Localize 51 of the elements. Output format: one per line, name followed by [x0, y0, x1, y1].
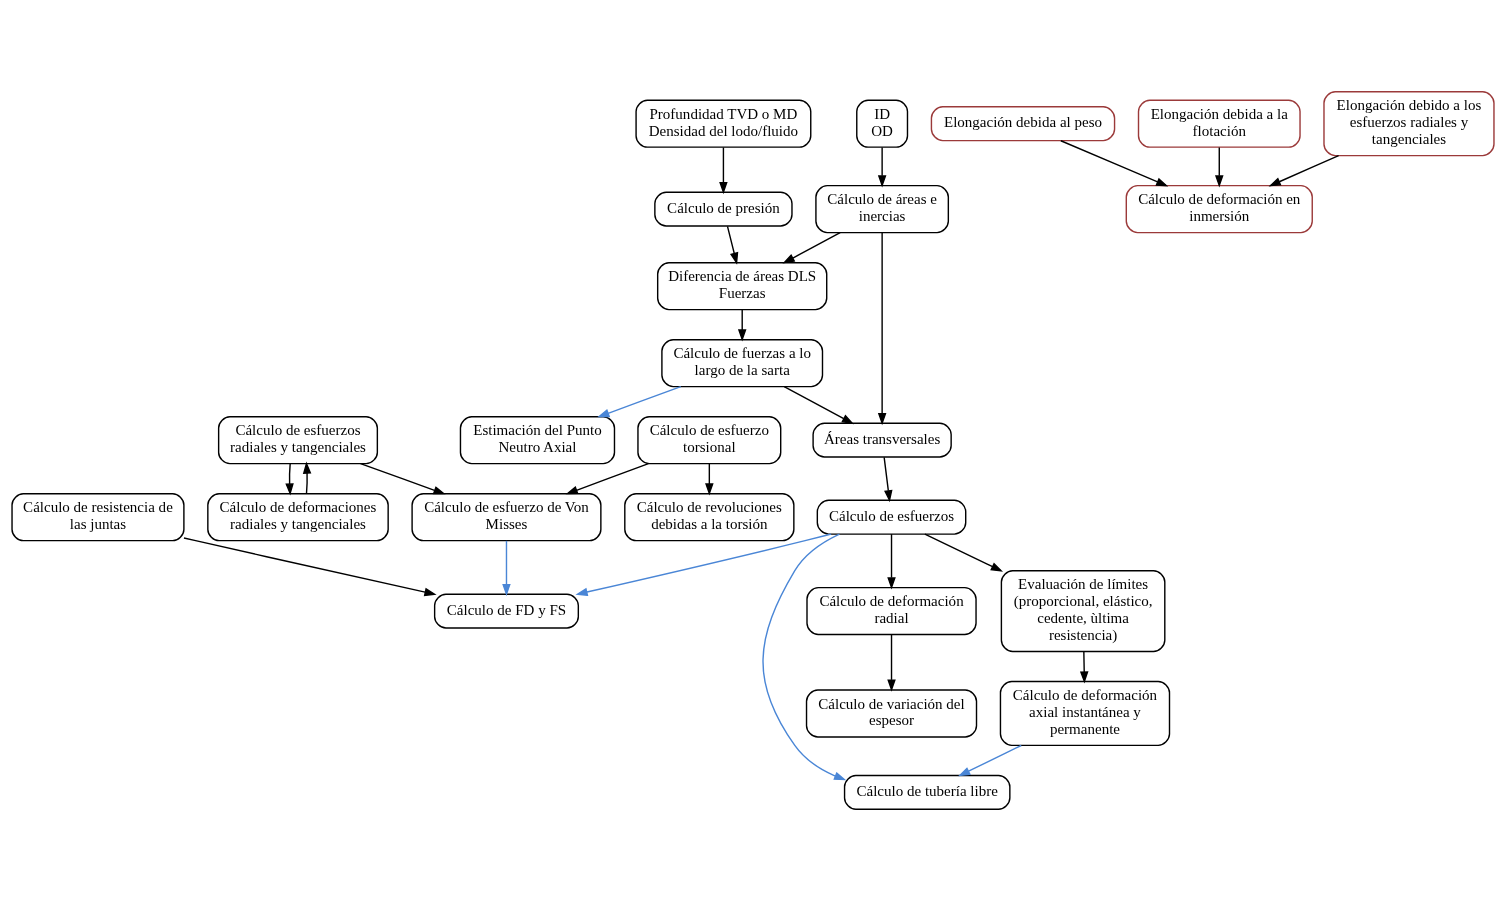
node-box: Áreas transversales: [812, 422, 952, 458]
arrow: [1215, 146, 1224, 188]
arrow: [782, 231, 841, 264]
arrow: [1268, 154, 1340, 186]
node-box: Cálculo de deformación axial instantánea y permanente: [999, 680, 1171, 746]
arrow: [1079, 650, 1089, 684]
node-box: Cálculo de deformación radial: [806, 586, 977, 635]
node-box: Cálculo de deformaciones radiales y tangenciales: [207, 492, 389, 541]
node-box: Cálculo de esfuerzo de Von Misses: [411, 492, 602, 541]
arrow: [887, 532, 896, 590]
arrow: [575, 532, 832, 596]
arrow: [783, 385, 855, 424]
node-box: Profundidad TVD o MD Densidad del lodo/fluido: [635, 99, 812, 148]
node-box: Elongación debida a la flotación: [1137, 99, 1301, 148]
arrow: [502, 539, 511, 596]
arrow: [883, 456, 893, 502]
arrow: [597, 385, 682, 417]
arrow: [726, 225, 739, 265]
node-box: Cálculo de deformación en inmersión: [1125, 184, 1313, 233]
node-box: Elongación debida al peso: [930, 105, 1116, 141]
arrow: [183, 536, 437, 596]
node-box: Cálculo de esfuerzo torsional: [637, 415, 782, 464]
arrow: [737, 308, 747, 342]
node-box: Cálculo de resistencia de las juntas: [11, 492, 185, 541]
node-box: Cálculo de presión: [654, 191, 793, 227]
node-box: Estimación del Punto Neutro Axial: [459, 415, 616, 464]
node-box: Cálculo de esfuerzos: [816, 499, 967, 535]
node-box: Cálculo de tubería libre: [843, 774, 1011, 810]
node-box: Elongación debido a los esfuerzos radiales y tangenciales: [1323, 90, 1495, 156]
arrow: [887, 633, 896, 692]
arrow: [565, 462, 650, 494]
arrow: [285, 462, 294, 496]
arrow: [762, 532, 847, 780]
arrow: [958, 744, 1022, 776]
node-box: Cálculo de fuerzas a lo largo de la sarta: [661, 338, 824, 387]
arrow: [719, 146, 728, 194]
node-box: Cálculo de esfuerzos radiales y tangenciales: [217, 415, 379, 464]
arrow: [1060, 139, 1169, 186]
arrow: [302, 461, 312, 494]
arrow: [877, 231, 887, 425]
arrow: [924, 532, 1004, 572]
arrow: [705, 462, 714, 496]
arrow: [359, 462, 446, 494]
node-box: Cálculo de áreas e inercias: [815, 184, 950, 233]
node-box: Cálculo de variación del espesor: [805, 688, 978, 738]
node-box: Evaluación de límites (proporcional, elástico, cedente, ùltima resistencia): [1000, 569, 1166, 652]
arrow: [877, 146, 887, 188]
node-box: ID OD: [856, 99, 909, 148]
node-box: Diferencia de áreas DLS Fuerzas: [656, 261, 828, 310]
node-box: Cálculo de revoluciones debidas a la torsión: [624, 492, 795, 541]
node-box: Cálculo de FD y FS: [433, 593, 580, 629]
